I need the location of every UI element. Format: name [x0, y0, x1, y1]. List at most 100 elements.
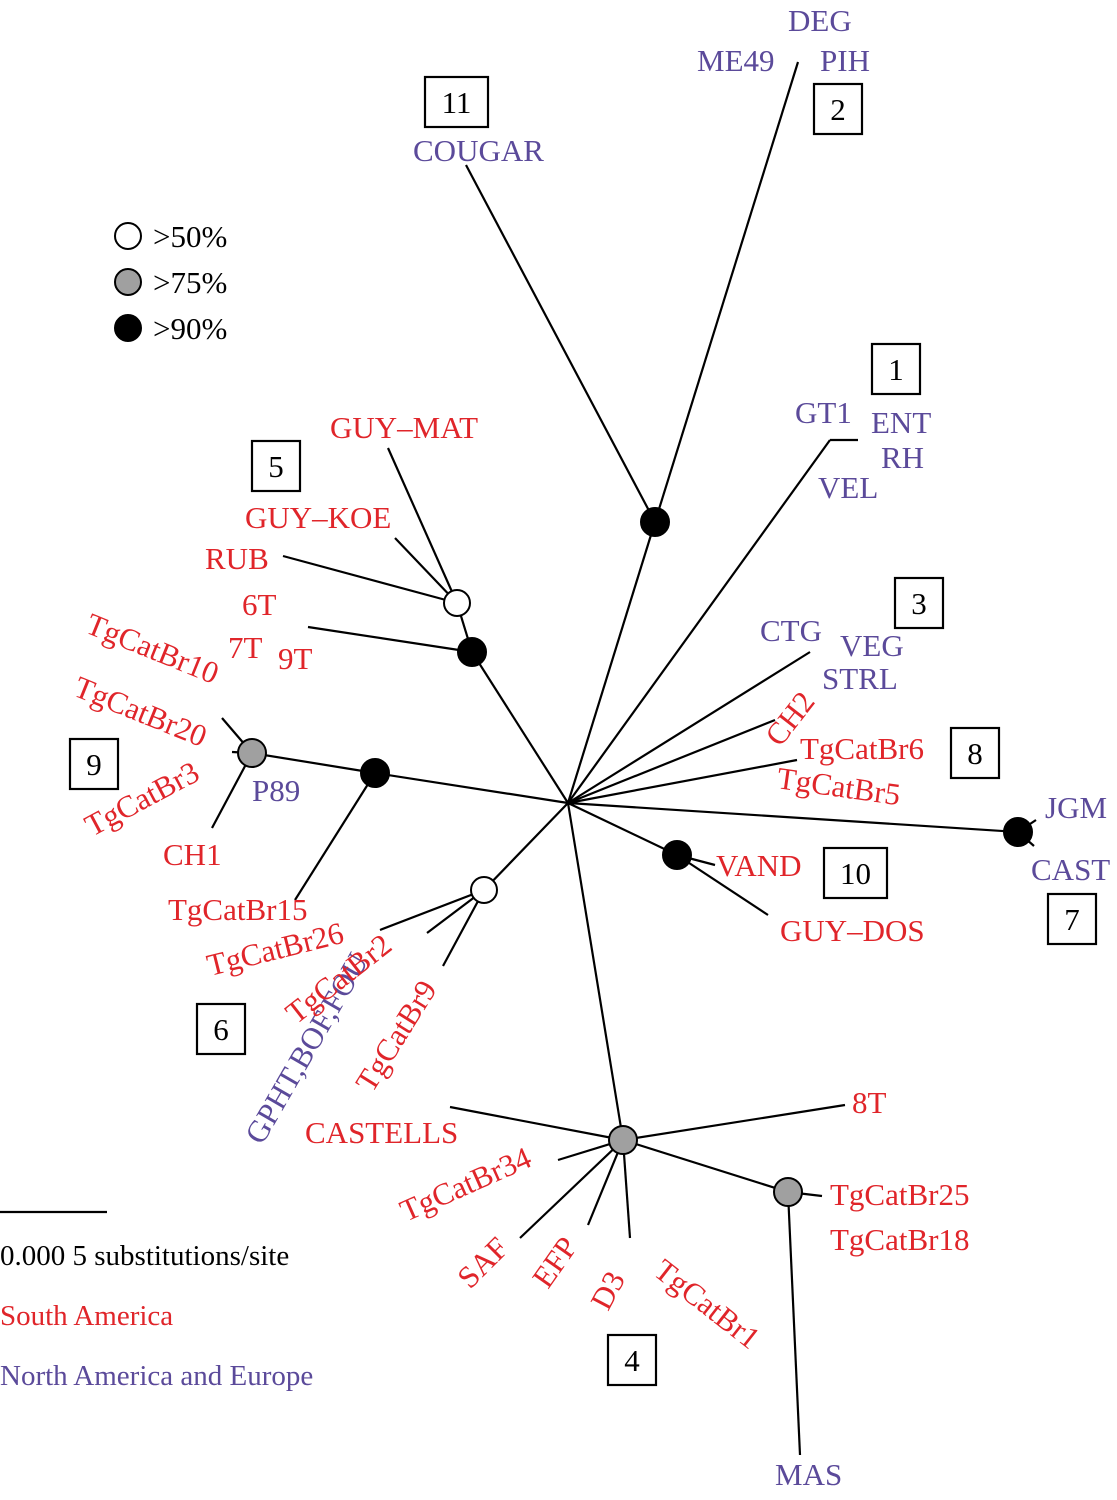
- taxon-label: GUY–KOE: [245, 500, 391, 535]
- taxon-label: GUY–MAT: [330, 410, 478, 445]
- taxon-label: STRL: [822, 661, 898, 696]
- branch: [567, 439, 831, 804]
- branch: [374, 771, 569, 805]
- taxon-label: RUB: [205, 541, 269, 576]
- taxon-label: TgCatBr15: [168, 892, 308, 927]
- clade-box: 6: [195, 1002, 247, 1056]
- clade-box: 4: [606, 1333, 658, 1387]
- node-support-75: [773, 1177, 803, 1207]
- branch: [586, 1139, 625, 1226]
- branch: [379, 888, 485, 932]
- taxon-label: JGM: [1045, 790, 1107, 825]
- taxon-label: CASTELLS: [305, 1115, 458, 1150]
- node-support-75: [608, 1125, 638, 1155]
- branch: [449, 1105, 624, 1142]
- taxon-label: TgCatBr34: [395, 1139, 537, 1228]
- clade-box: 7: [1046, 892, 1098, 946]
- taxon-label: PIH: [820, 43, 870, 78]
- clade-box: 10: [822, 846, 889, 900]
- node-support-90: [360, 758, 390, 788]
- branch: [471, 651, 569, 804]
- taxon-label: EFP: [525, 1230, 584, 1294]
- support-nodes: [237, 507, 1033, 1207]
- legend-swatch: [114, 268, 142, 296]
- branch: [442, 889, 485, 967]
- branch: [251, 751, 376, 775]
- scale-legend: 0.000 5 substitutions/site South America…: [0, 1210, 313, 1392]
- taxon-label: TgCatBr1: [648, 1252, 767, 1356]
- branch: [567, 758, 798, 805]
- clade-labels: 11 2 1 5 3 8 9 10 7 6 4: [68, 75, 1098, 1387]
- branch: [567, 802, 678, 856]
- region-south-america: South America: [0, 1300, 173, 1332]
- taxon-label: COUGAR: [413, 133, 544, 168]
- clade-box: 1: [870, 342, 922, 396]
- taxon-label: P89: [252, 773, 300, 808]
- taxon-label: MAS: [775, 1457, 842, 1492]
- legend-label: >90%: [153, 311, 227, 346]
- clade-number: 3: [911, 586, 927, 621]
- clade-number: 7: [1064, 902, 1080, 937]
- node-support-90: [457, 637, 487, 667]
- taxon-label: DEG: [788, 3, 852, 38]
- branch: [566, 521, 657, 804]
- taxon-label: ENT: [871, 405, 931, 440]
- taxa-north-america-europe: DEG ME49 PIH COUGAR GT1 ENT RH VEL CTG V…: [238, 3, 1111, 1492]
- clade-number: 9: [86, 747, 102, 782]
- branch: [621, 1139, 632, 1239]
- taxon-label: CH1: [163, 837, 222, 872]
- legend-swatch: [114, 222, 142, 250]
- taxon-label: GT1: [795, 395, 852, 430]
- legend-label: >75%: [153, 265, 227, 300]
- branch: [294, 772, 376, 901]
- clade-number: 11: [442, 85, 472, 120]
- branch: [394, 537, 458, 604]
- branch: [622, 1103, 846, 1142]
- branch: [282, 554, 458, 605]
- scale-label: 0.000 5 substitutions/site: [0, 1240, 289, 1272]
- clade-number: 8: [967, 736, 983, 771]
- taxon-label: VEG: [840, 628, 904, 663]
- taxon-label: TgCatBr18: [830, 1222, 970, 1257]
- branch: [465, 164, 656, 523]
- legend-label: >50%: [153, 219, 227, 254]
- taxon-label: RH: [881, 440, 924, 475]
- support-legend: >50% >75% >90%: [114, 219, 227, 346]
- clade-number: 2: [830, 92, 846, 127]
- taxon-label: TgCatBr5: [775, 760, 903, 812]
- clade-box: 5: [250, 439, 302, 493]
- branch: [566, 802, 625, 1141]
- branch: [307, 625, 473, 654]
- taxon-label: CTG: [760, 613, 822, 648]
- node-support-50: [443, 589, 471, 617]
- taxon-label: D3: [583, 1265, 632, 1315]
- taxon-label: TgCatBr25: [830, 1177, 970, 1212]
- node-support-90: [1003, 817, 1033, 847]
- region-north-america-europe: North America and Europe: [0, 1360, 313, 1392]
- node-support-90: [640, 507, 670, 537]
- clade-box: 9: [68, 737, 120, 791]
- taxon-label: 8T: [852, 1085, 887, 1120]
- branch: [676, 854, 769, 916]
- tree-branches: [211, 61, 1037, 1456]
- taxon-label: 7T: [228, 630, 263, 665]
- taxon-label: ME49: [697, 43, 775, 78]
- node-support-50: [470, 876, 498, 904]
- taxon-label: CAST: [1031, 852, 1110, 887]
- clade-number: 10: [840, 856, 871, 891]
- taxon-label: GUY–DOS: [780, 913, 925, 948]
- branch: [483, 802, 569, 891]
- branch: [519, 1139, 624, 1239]
- taxon-label: SAF: [450, 1230, 515, 1295]
- taxon-label: TgCatBr9: [348, 974, 443, 1098]
- node-support-75: [237, 738, 267, 768]
- clade-box: 3: [893, 576, 945, 630]
- clade-number: 4: [624, 1343, 640, 1378]
- taxon-label: 9T: [278, 641, 313, 676]
- branch: [567, 718, 776, 805]
- branch: [567, 651, 811, 804]
- taxon-label: VAND: [716, 848, 802, 883]
- branch: [653, 61, 800, 523]
- branch: [567, 801, 1019, 834]
